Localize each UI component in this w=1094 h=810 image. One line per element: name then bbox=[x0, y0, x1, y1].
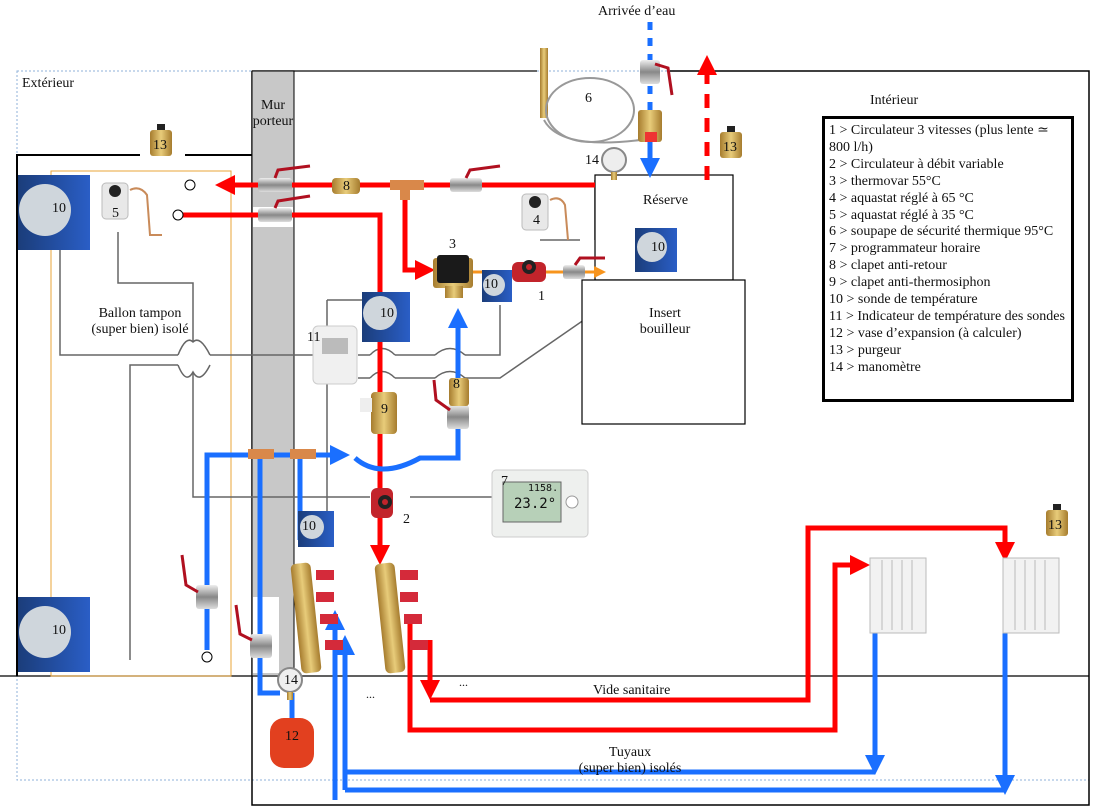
temperature-indicator-icon bbox=[312, 325, 358, 385]
crawlspace-label: Vide sanitaire bbox=[593, 683, 671, 698]
buffer-tank-casing bbox=[16, 154, 140, 676]
insert-label-line2: bouilleur bbox=[639, 322, 691, 337]
legend-box: 1 > Circulateur 3 vitesses (plus lente ≃… bbox=[822, 116, 1074, 402]
legend-item: 6 > soupape de sécurité thermique 95°C bbox=[829, 224, 1054, 240]
thermovar-icon bbox=[433, 255, 473, 298]
drain-port bbox=[201, 651, 213, 663]
thermal-safety-valve-icon bbox=[540, 48, 662, 144]
number-sensor: 10 bbox=[302, 519, 316, 534]
legend-item: 9 > clapet anti-thermosiphon bbox=[829, 275, 991, 291]
wall-label-line1: Mur bbox=[260, 98, 286, 113]
programmer-display-temp: 23.2° bbox=[514, 496, 557, 512]
legend-item: 5 > aquastat réglé à 35 °C bbox=[829, 207, 974, 223]
buffer-label-line2: (super bien) isolé bbox=[91, 322, 189, 337]
pipes-label-line2: (super bien) isolés bbox=[578, 761, 682, 776]
legend-item: 3 > thermovar 55°C bbox=[829, 173, 941, 189]
ellipsis-left: ... bbox=[366, 687, 375, 701]
legend-item: 7 > programmateur horaire bbox=[829, 241, 981, 257]
number-check-valve-top: 8 bbox=[343, 179, 350, 194]
legend-item: 10 > sonde de température bbox=[829, 292, 978, 308]
number-anti-thermosiphon: 9 bbox=[381, 402, 388, 417]
water-inlet-label: Arrivée d’eau bbox=[598, 4, 676, 19]
insert-label: Insert bouilleur bbox=[630, 306, 700, 338]
pipes-label: Tuyaux (super bien) isolés bbox=[560, 745, 700, 777]
circulator-pump-icon bbox=[512, 260, 546, 282]
interior-label: Intérieur bbox=[870, 93, 919, 108]
time-programmer-icon bbox=[491, 469, 589, 538]
sensor-wiring bbox=[59, 180, 641, 660]
ball-valve-icon bbox=[180, 60, 674, 658]
pressure-gauge-icon bbox=[277, 147, 627, 700]
check-valve-icon bbox=[449, 378, 469, 406]
number-sensor: 10 bbox=[52, 201, 66, 216]
number-thermovar: 3 bbox=[449, 237, 456, 252]
number-sensor: 10 bbox=[484, 277, 498, 292]
number-gauge: 14 bbox=[585, 153, 599, 168]
number-sensor: 10 bbox=[380, 306, 394, 321]
legend-item: 11 > Indicateur de température des sonde… bbox=[829, 308, 1065, 324]
number-programmer: 7 bbox=[501, 474, 508, 489]
number-aquastat-65: 4 bbox=[533, 213, 540, 228]
legend-item: 12 > vase d’expansion (à calculer) bbox=[829, 325, 1022, 341]
number-check-valve-bottom: 8 bbox=[453, 377, 460, 392]
exterior-label: Extérieur bbox=[22, 76, 75, 91]
number-safety-valve: 6 bbox=[585, 91, 592, 106]
legend-item: 8 > clapet anti-retour bbox=[829, 258, 947, 274]
legend-item: 13 > purgeur bbox=[829, 342, 902, 358]
insert-label-line1: Insert bbox=[649, 306, 681, 321]
legend-item: 2 > Circulateur à débit variable bbox=[829, 156, 1004, 172]
temperature-sensor-icon bbox=[18, 175, 677, 672]
buffer-tank bbox=[50, 170, 232, 677]
number-air-vent: 13 bbox=[723, 140, 737, 155]
number-aquastat-35: 5 bbox=[112, 206, 119, 221]
air-vent-icon bbox=[150, 124, 1068, 536]
check-valve-icon bbox=[332, 178, 360, 194]
buffer-label: Ballon tampon (super bien) isolé bbox=[70, 306, 210, 338]
legend-item: 14 > manomètre bbox=[829, 359, 921, 375]
cold-pipes bbox=[204, 120, 1015, 800]
buffer-inlet-port bbox=[184, 179, 196, 191]
buffer-outlet-port bbox=[172, 209, 184, 221]
number-gauge: 14 bbox=[284, 673, 298, 688]
pipes-label-line1: Tuyaux bbox=[608, 745, 652, 760]
number-air-vent: 13 bbox=[1048, 518, 1062, 533]
wall-label-line2: porteur bbox=[252, 114, 294, 129]
anti-thermosiphon-valve-icon bbox=[371, 392, 397, 434]
manifold-icon bbox=[290, 562, 428, 674]
radiator-icon bbox=[869, 557, 1060, 634]
circulator-pump-icon bbox=[371, 488, 393, 518]
buffer-label-line1: Ballon tampon bbox=[98, 306, 182, 321]
number-circulator-1: 1 bbox=[538, 289, 545, 304]
ellipsis-right: ... bbox=[459, 675, 468, 689]
number-sensor: 10 bbox=[52, 623, 66, 638]
insert-bouilleur bbox=[581, 279, 746, 425]
reserve-label: Réserve bbox=[643, 193, 689, 208]
legend-item: 4 > aquastat réglé à 65 °C bbox=[829, 190, 974, 206]
number-circulator-2: 2 bbox=[403, 512, 410, 527]
programmer-display-time: 1158. bbox=[528, 483, 559, 494]
aquastat-icon bbox=[101, 182, 569, 241]
number-indicator: 11 bbox=[307, 330, 321, 345]
number-air-vent: 13 bbox=[153, 138, 167, 153]
wall-label: Mur porteur bbox=[250, 98, 296, 130]
legend-item: 1 > Circulateur 3 vitesses (plus lente ≃… bbox=[829, 123, 1049, 155]
exterior-zone bbox=[16, 70, 1090, 781]
number-sensor: 10 bbox=[651, 240, 665, 255]
expansion-vessel-icon bbox=[270, 718, 314, 768]
copper-tee-icon bbox=[248, 180, 424, 459]
number-expansion-vessel: 12 bbox=[285, 729, 299, 744]
